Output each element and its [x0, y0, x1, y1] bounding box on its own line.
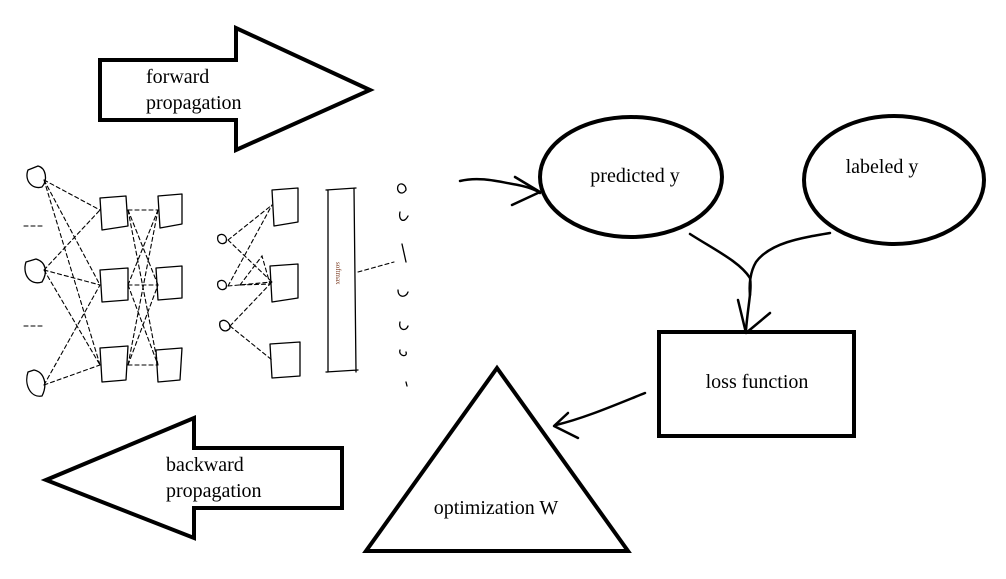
- input-node: [216, 233, 228, 245]
- forward-arrow-shape: [98, 24, 375, 154]
- optimization-w-triangle: [362, 364, 632, 553]
- network-to-predicted-connector: [458, 175, 542, 207]
- connection-lines: [227, 204, 273, 361]
- loss-function-label: loss function: [706, 371, 809, 393]
- backward-arrow-label-line1: backward: [166, 454, 244, 476]
- hidden-node: [269, 341, 301, 379]
- optimization-w-label: optimization W: [434, 497, 559, 519]
- optimization-w-node: optimization W: [362, 364, 632, 553]
- outputs-to-loss-connector: [688, 231, 832, 335]
- input-node: [219, 319, 231, 332]
- connector-arrowhead: [510, 175, 542, 207]
- predicted-y-node: predicted y: [538, 115, 724, 239]
- backward-arrow-shape: [40, 414, 344, 541]
- optimization-arrowhead: [552, 411, 580, 440]
- predicted-y-label: predicted y: [590, 165, 679, 187]
- forward-propagation-arrow: forward propagation: [98, 24, 375, 154]
- hidden-node: [271, 187, 299, 227]
- input-node: [26, 165, 47, 189]
- softmax-layer-label: softmax: [334, 262, 342, 285]
- hidden-node: [99, 195, 129, 231]
- predicted-y-ellipse: [538, 115, 724, 239]
- forward-arrow-label-line1: forward: [146, 66, 209, 88]
- output-node: [396, 183, 409, 387]
- loss-to-optimization-stroke: [554, 391, 647, 427]
- connection-lines: [357, 261, 395, 273]
- hidden-node: [157, 193, 183, 229]
- labeled-to-loss-stroke: [748, 231, 832, 297]
- loss-function-node: loss function: [657, 330, 856, 438]
- loss-function-box: [657, 330, 856, 438]
- ellipsis-mark: [23, 225, 45, 327]
- input-node: [216, 279, 228, 291]
- input-node: [24, 258, 47, 284]
- loss-arrowhead: [736, 298, 772, 335]
- input-node: [26, 369, 46, 397]
- hidden-node: [269, 263, 299, 303]
- softmax-layer-box: [325, 187, 359, 373]
- hidden-node: [99, 345, 129, 383]
- labeled-y-node: labeled y: [802, 114, 986, 246]
- labeled-y-label: labeled y: [846, 156, 919, 178]
- connection-lines: [43, 179, 159, 386]
- loss-to-optimization-connector: [552, 391, 647, 440]
- backward-arrow-label-line2: propagation: [166, 480, 262, 502]
- hidden-node: [99, 267, 129, 303]
- backward-propagation-arrow: backward propagation: [40, 414, 344, 541]
- neural-network-sketch: softmax: [23, 165, 409, 397]
- hidden-node: [155, 265, 183, 301]
- hidden-node: [155, 347, 183, 383]
- forward-arrow-label-line2: propagation: [146, 92, 242, 114]
- labeled-y-ellipse: [802, 114, 986, 246]
